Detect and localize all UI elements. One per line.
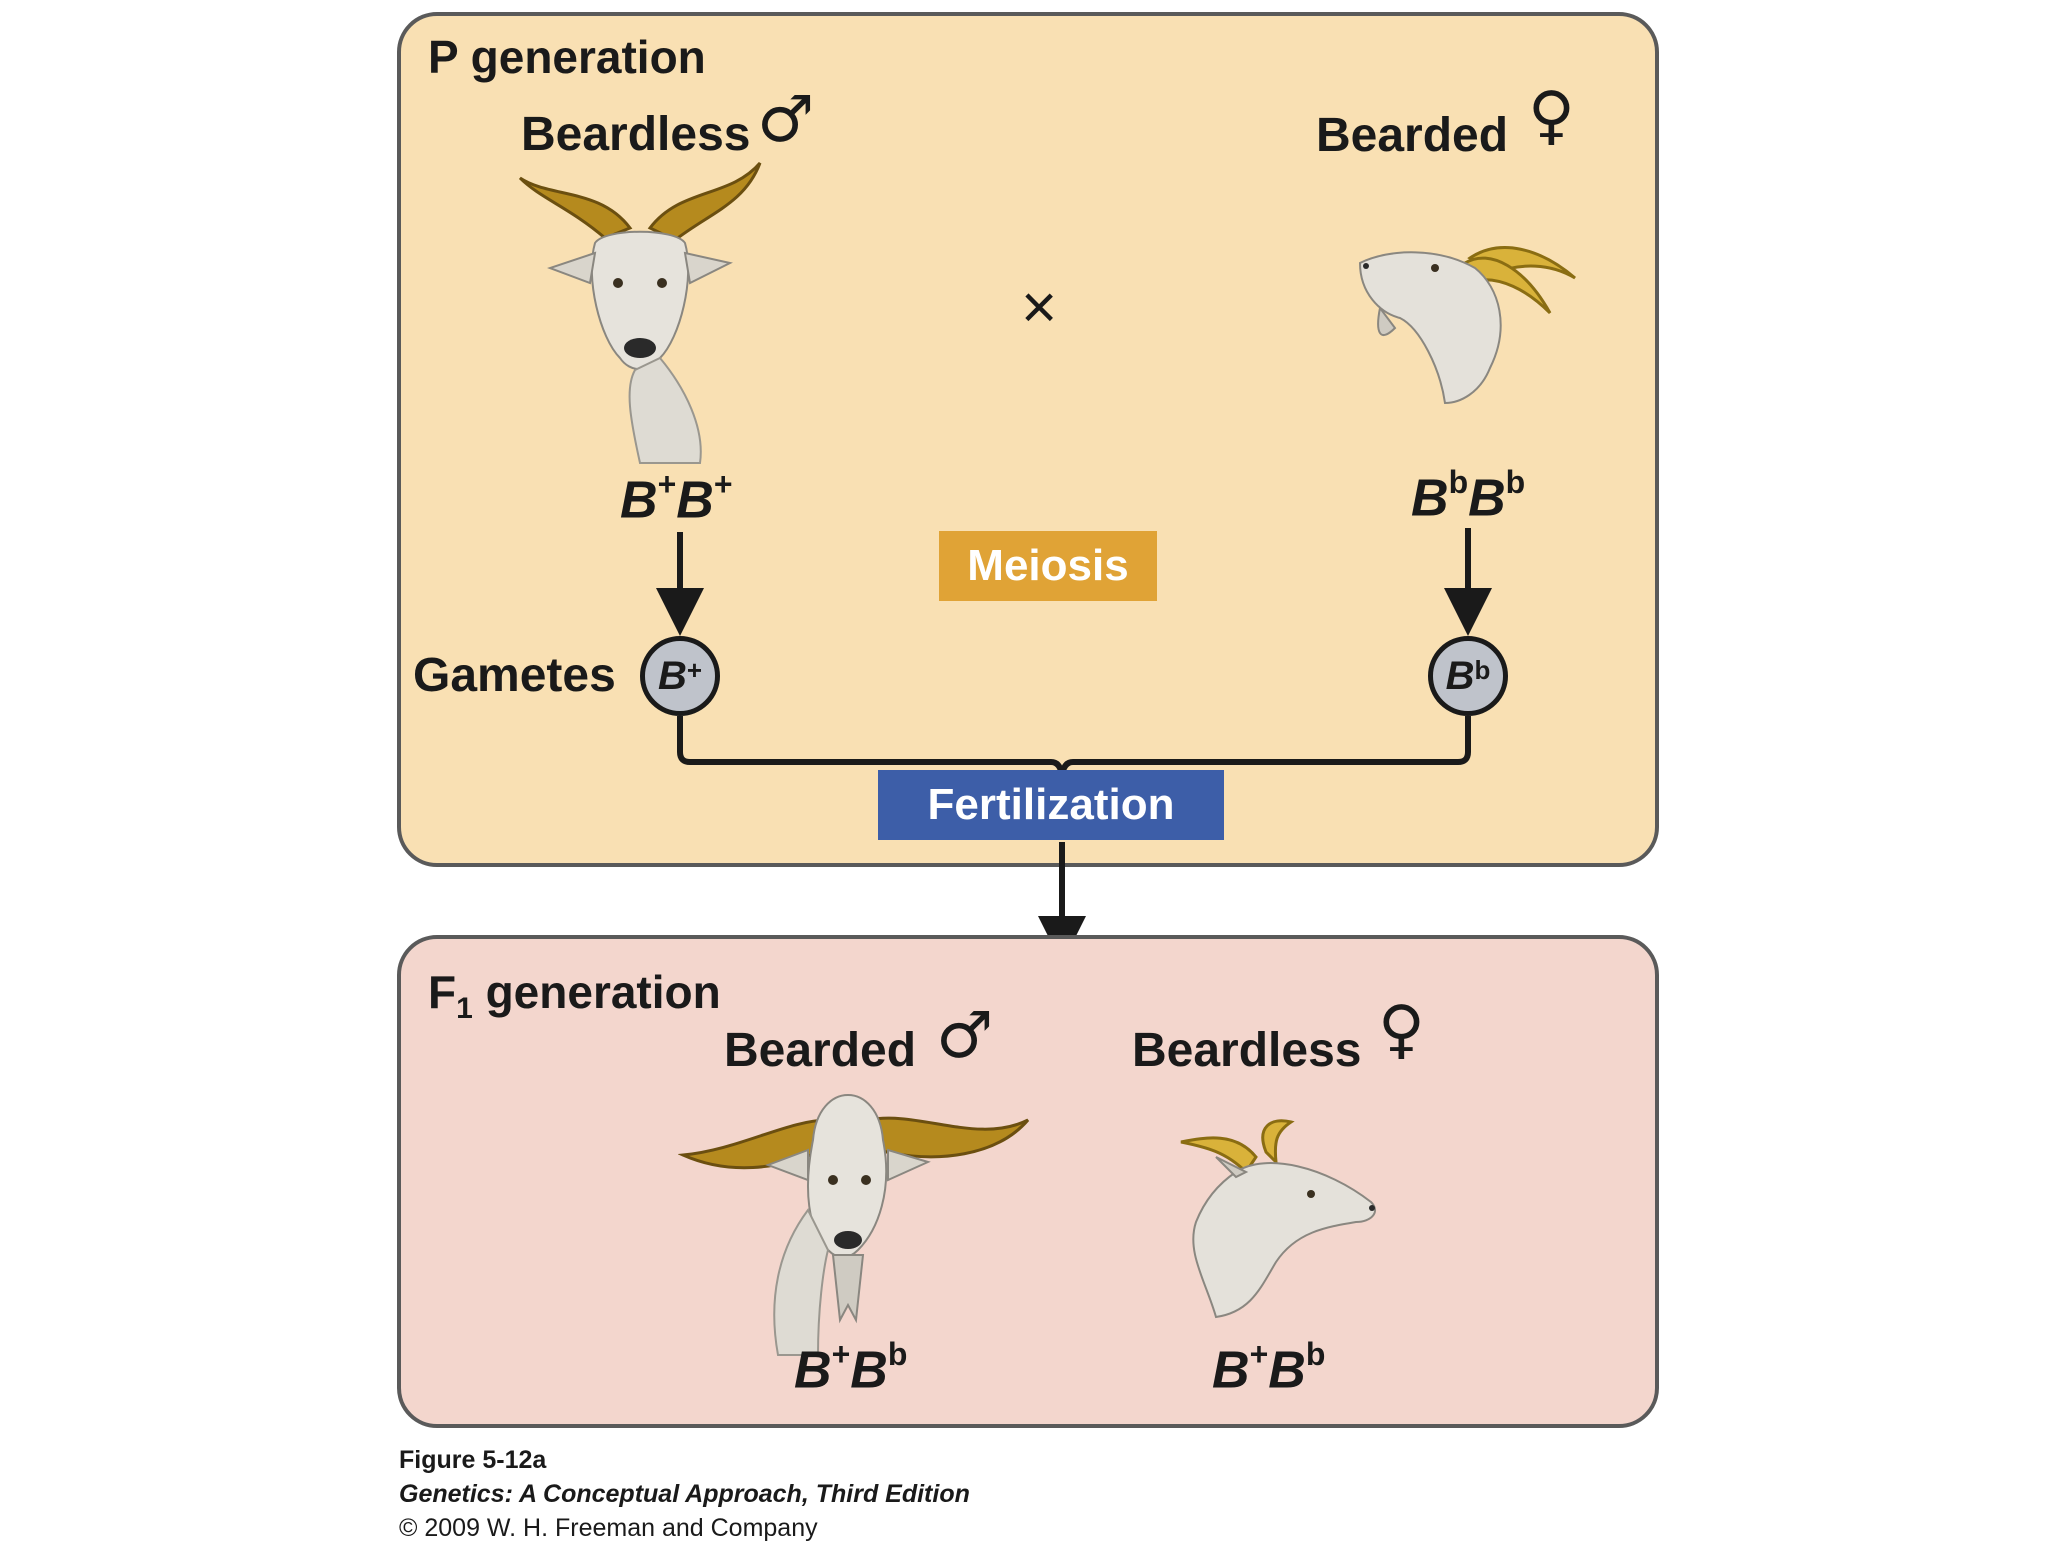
p-male-label: Beardless — [521, 108, 751, 161]
f1-female-genotype: B+Bb — [1212, 1336, 1326, 1400]
book-title: Genetics: A Conceptual Approach, Third E… — [399, 1480, 970, 1508]
bearded-female-goat-illustration — [1358, 246, 1576, 405]
copyright: © 2009 W. H. Freeman and Company — [399, 1514, 818, 1542]
male-symbol-icon: ♂ — [757, 83, 815, 157]
f1-generation-panel — [397, 935, 1659, 1428]
bearded-male-goat-illustration — [678, 1094, 1030, 1356]
male-symbol-icon: ♂ — [936, 999, 994, 1073]
beardless-male-goat-illustration — [518, 162, 762, 464]
p-generation-panel — [397, 12, 1659, 867]
f1-male-genotype: B+Bb — [794, 1336, 908, 1400]
female-symbol-icon: ♀ — [1528, 79, 1575, 153]
beardless-female-goat-illustration — [1180, 1119, 1376, 1319]
p-male-genotype: B+B+ — [620, 466, 733, 530]
f1-generation-title: F1 generation — [428, 966, 721, 1026]
f1-female-label: Beardless — [1132, 1024, 1362, 1077]
female-symbol-icon: ♀ — [1378, 993, 1425, 1067]
cross-symbol: × — [1021, 273, 1058, 342]
p-female-label: Bearded — [1316, 109, 1509, 162]
gametes-label: Gametes — [413, 649, 616, 702]
figure-number: Figure 5-12a — [399, 1446, 547, 1474]
fertilization-label: Fertilization — [878, 770, 1224, 840]
p-female-genotype: BbBb — [1411, 464, 1526, 528]
gamete-male: B+ — [640, 636, 720, 716]
p-generation-title: P generation — [428, 31, 706, 83]
fertilization-connector — [677, 716, 1471, 776]
meiosis-label: Meiosis — [939, 531, 1157, 601]
f1-male-label: Bearded — [724, 1024, 917, 1077]
